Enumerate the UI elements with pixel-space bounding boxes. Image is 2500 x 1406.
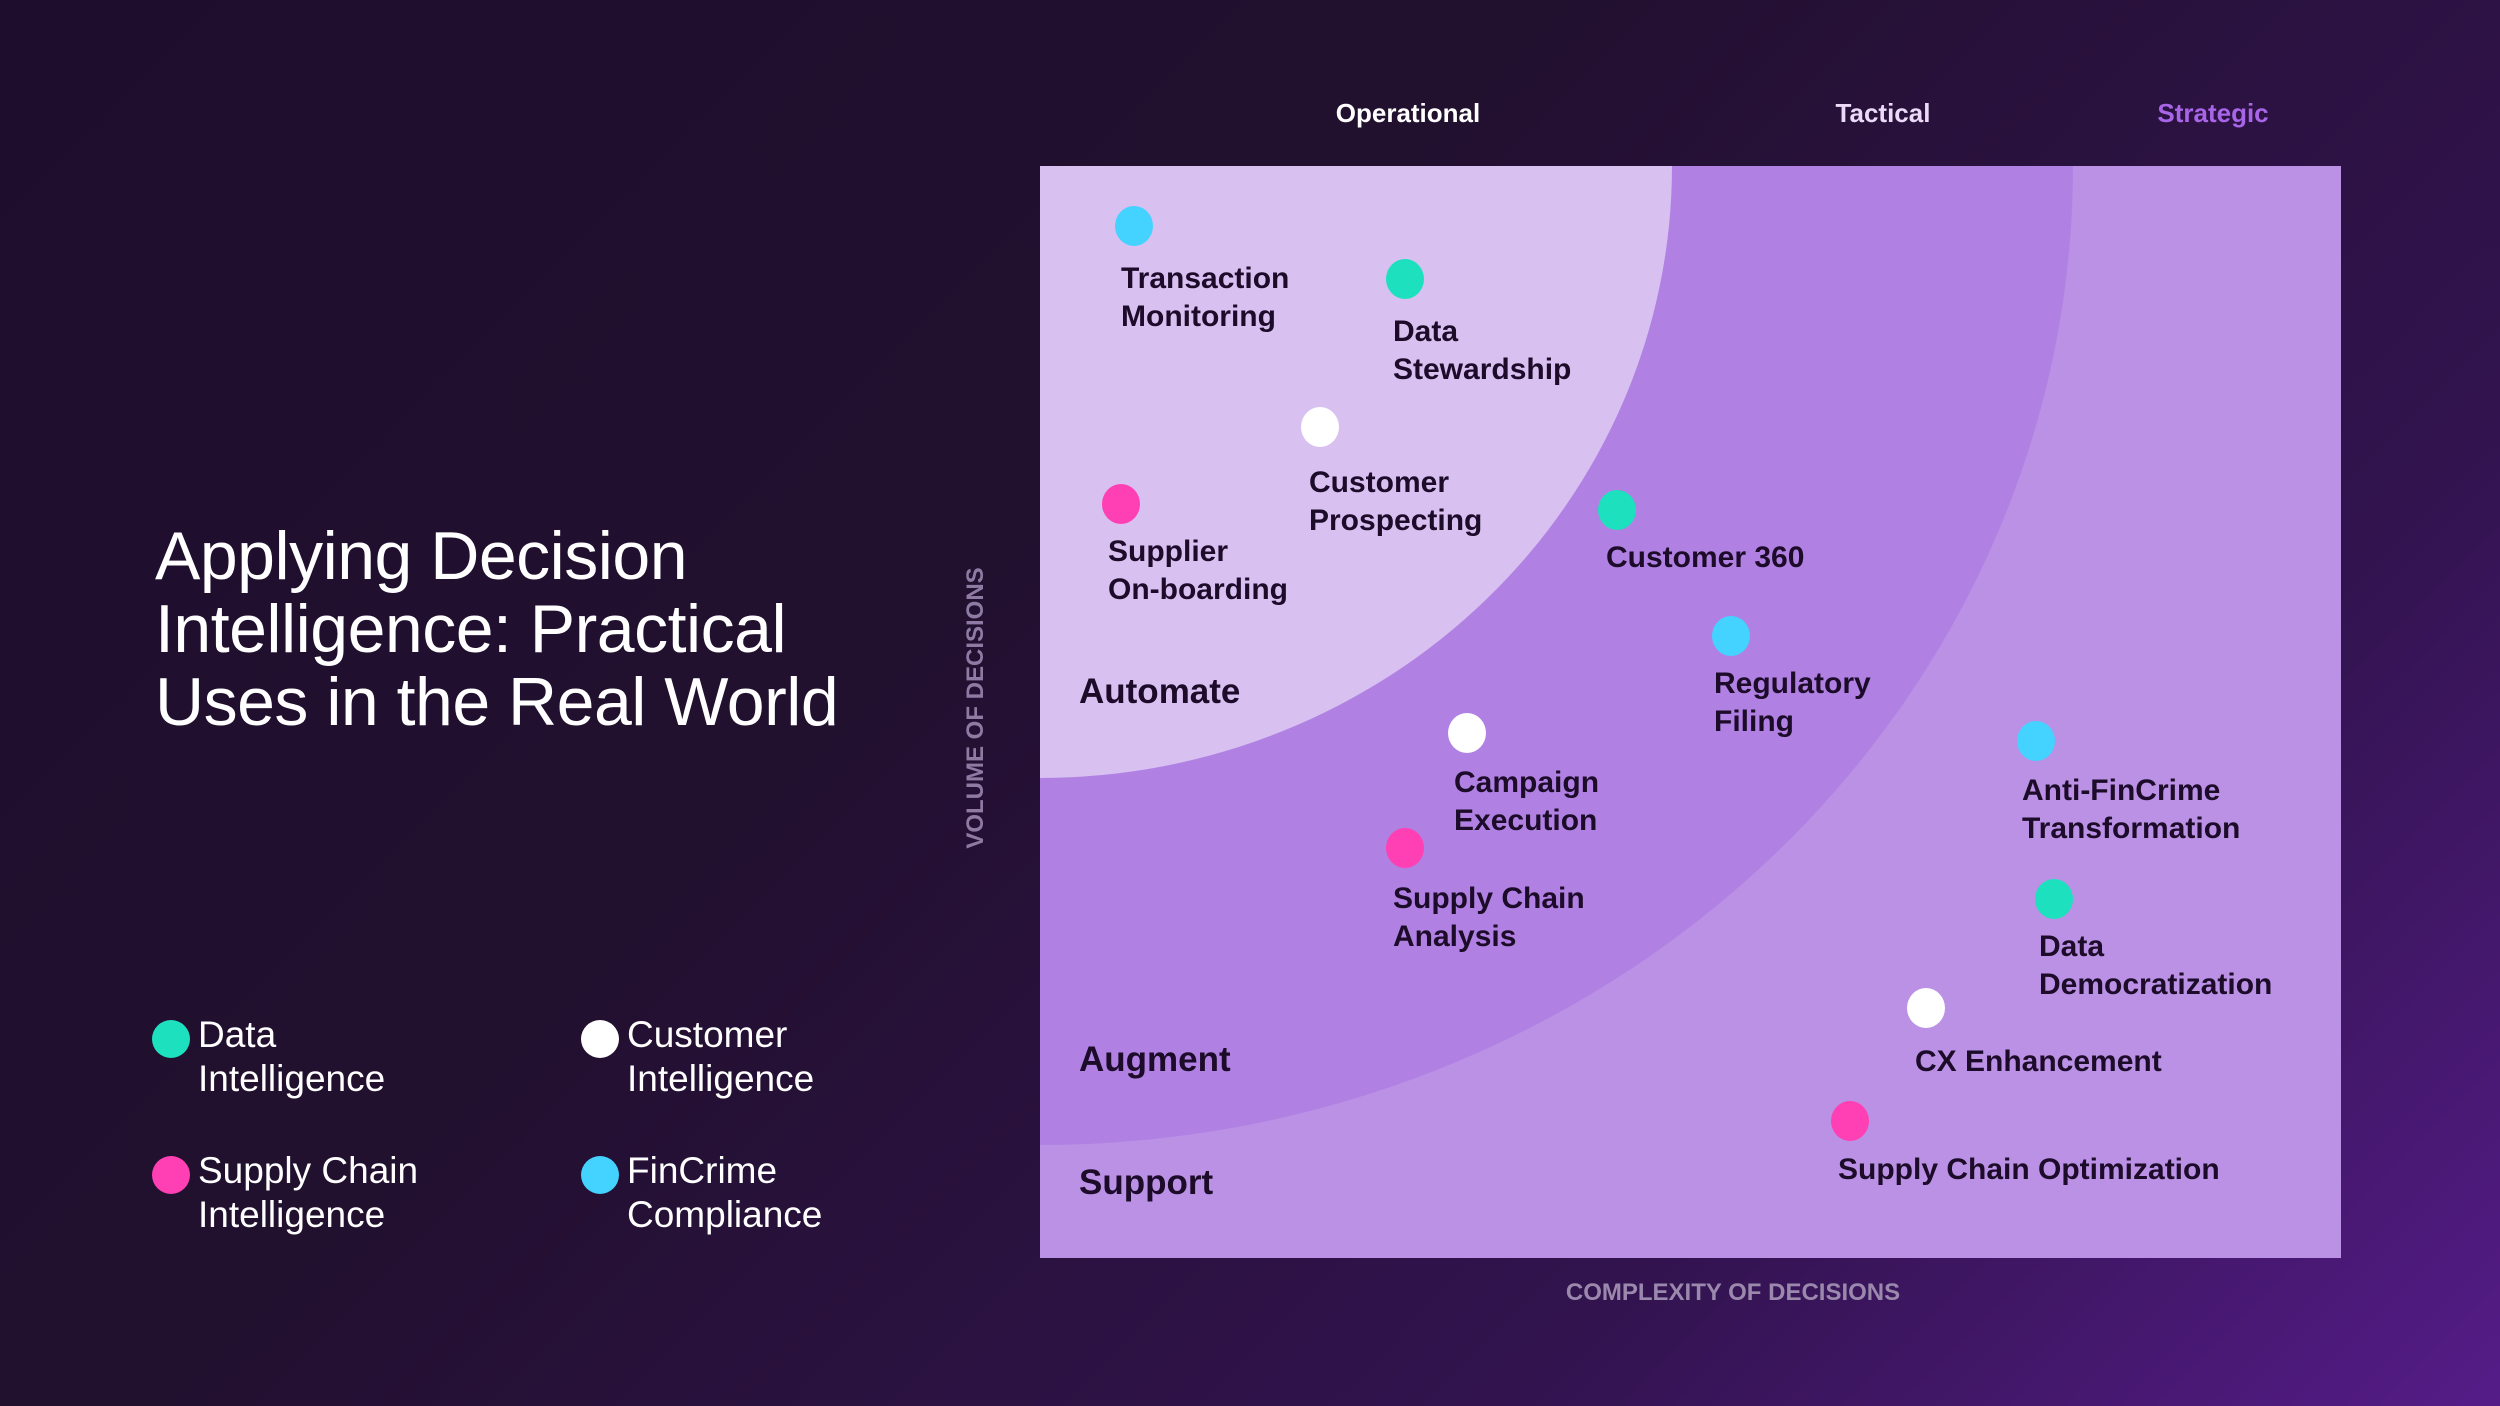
item-dot-icon [1448, 713, 1486, 753]
item-label: Anti-FinCrime Transformation [2022, 774, 2241, 845]
y-axis-label: VOLUME OF DECISIONS [962, 567, 989, 849]
item-dot-icon [1115, 206, 1153, 246]
x-axis-label: COMPLEXITY OF DECISIONS [1565, 1279, 1901, 1306]
page-title: Applying Decision Intelligence: Practica… [155, 518, 839, 740]
item-dot-icon [2017, 721, 2055, 761]
legend-dot-icon [152, 1156, 190, 1194]
item-label: Data Stewardship [1393, 315, 1572, 386]
item-label: Regulatory Filing [1714, 667, 1871, 738]
item-label: Supply Chain Optimization [1838, 1153, 2220, 1186]
column-header-operational: Operational [1335, 98, 1481, 128]
item-dot-icon [1712, 616, 1750, 656]
item-dot-icon [1831, 1101, 1869, 1141]
item-label: CX Enhancement [1915, 1045, 2162, 1078]
item-dot-icon [1301, 407, 1339, 447]
item-dot-icon [1386, 828, 1424, 868]
legend-label: Data Intelligence [198, 1014, 386, 1099]
legend-item-customer-intelligence: Customer Intelligence [581, 1014, 814, 1101]
zone-label-augment: Augment [1079, 1040, 1231, 1079]
decision-matrix: Automate Augment Support Transaction Mon… [1040, 166, 2341, 1258]
item-label: Campaign Execution [1454, 766, 1600, 837]
legend-label: Supply Chain Intelligence [198, 1150, 419, 1235]
legend-dot-icon [581, 1156, 619, 1194]
item-label: Supply Chain Analysis [1393, 882, 1585, 953]
item-dot-icon [1386, 259, 1424, 299]
legend-item-data-intelligence: Data Intelligence [152, 1014, 385, 1101]
automate-zone [1040, 166, 1672, 778]
legend-dot-icon [152, 1020, 190, 1058]
item-label: Data Democratization [2039, 930, 2273, 1001]
zone-label-automate: Automate [1079, 672, 1241, 711]
item-label: Transaction Monitoring [1121, 262, 1290, 333]
item-label: Customer 360 [1606, 541, 1805, 574]
zone-label-support: Support [1079, 1163, 1214, 1202]
item-dot-icon [1598, 490, 1636, 530]
item-label: Customer Prospecting [1309, 466, 1483, 537]
column-header-tactical: Tactical [1835, 98, 1931, 128]
legend-item-supply-chain-intelligence: Supply Chain Intelligence [152, 1150, 418, 1237]
zone-arcs [1040, 166, 2073, 1145]
legend-label: Customer Intelligence [627, 1014, 815, 1099]
legend-label: FinCrime Compliance [627, 1150, 823, 1235]
legend-dot-icon [581, 1020, 619, 1058]
item-dot-icon [1907, 988, 1945, 1028]
item-dot-icon [1102, 484, 1140, 524]
legend-item-fincrime-compliance: FinCrime Compliance [581, 1150, 822, 1237]
column-header-strategic: Strategic [2157, 98, 2269, 128]
item-label: Supplier On-boarding [1108, 535, 1288, 606]
item-dot-icon [2035, 879, 2073, 919]
